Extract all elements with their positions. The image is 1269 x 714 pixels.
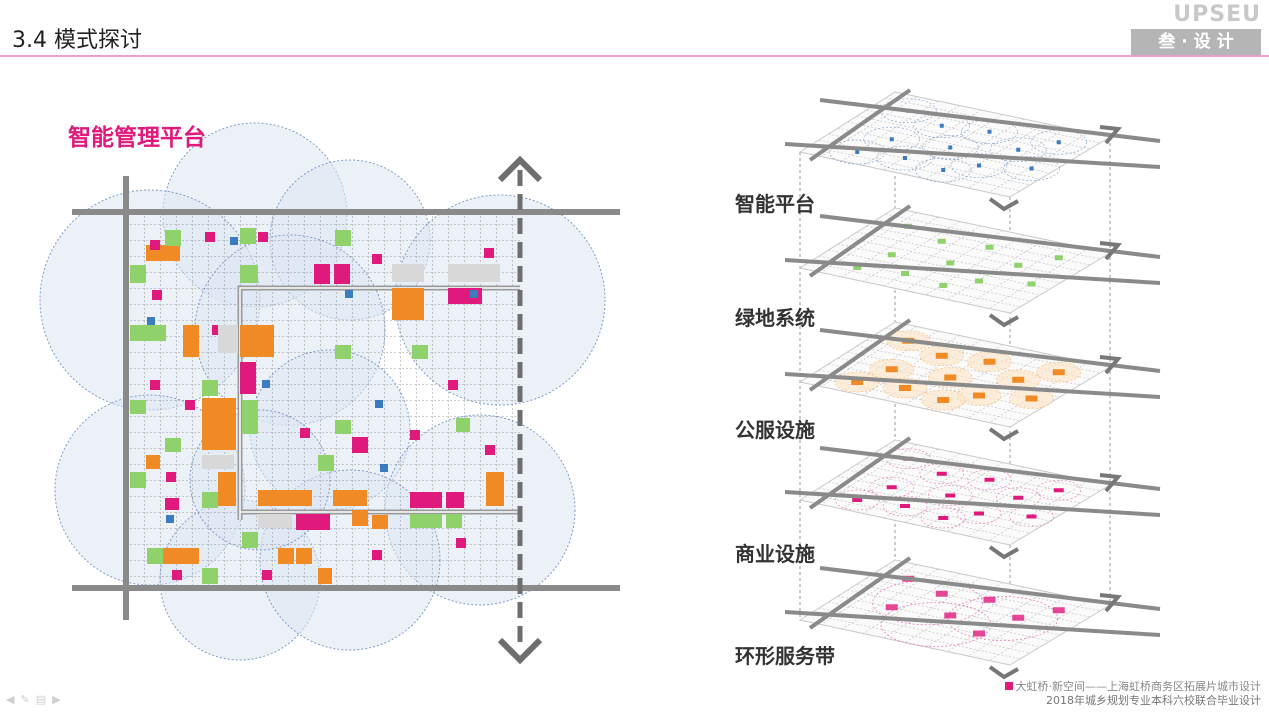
facility-blocks: [130, 228, 504, 584]
layer-label-smart-platform: 智能平台: [735, 192, 815, 216]
layer-stack-diagram: [784, 88, 1161, 680]
layer-label-public-facilities: 公服设施: [735, 418, 815, 442]
layer-road: [784, 204, 1161, 285]
slide-nav: ◀✎▤▶: [6, 693, 67, 706]
layer-arrow: [988, 593, 1122, 680]
layer-road: [784, 88, 1161, 169]
layer-arrow: [988, 125, 1122, 212]
header-divider: [0, 55, 1269, 57]
forward-icon[interactable]: ▶: [52, 693, 67, 706]
main-roads: [72, 176, 620, 620]
menu-icon[interactable]: ▤: [35, 693, 53, 706]
layer-plate: [784, 556, 1161, 680]
main-plan-diagram: [39, 122, 620, 665]
layer-arrow: [988, 473, 1122, 560]
layer-plate: [784, 88, 1161, 212]
layer-road: [784, 556, 1161, 637]
page-title: 3.4 模式探讨: [12, 28, 142, 53]
brand-subtitle: 叁 · 设 计: [1131, 29, 1261, 55]
layer-label-commercial-facilities: 商业设施: [735, 542, 815, 566]
footer-project-title: 大虹桥·新空间——上海虹桥商务区拓展片城市设计: [1015, 680, 1262, 693]
layer-road: [784, 318, 1161, 399]
layer-arrow: [988, 241, 1122, 328]
footer-marker: [1004, 682, 1013, 690]
footer: 大虹桥·新空间——上海虹桥商务区拓展片城市设计 2018年城乡规划专业本科六校联…: [1004, 680, 1262, 708]
layer-road: [784, 436, 1161, 517]
layer-plate: [784, 436, 1161, 560]
layer-plate: [784, 318, 1161, 442]
main-diagram-title: 智能管理平台: [68, 125, 206, 151]
brand-logo: UPSEU 叁 · 设 计: [1131, 4, 1261, 55]
dashed-arrow-road: [497, 155, 543, 665]
layer-label-green-system: 绿地系统: [735, 306, 815, 330]
layer-label-ring-service-belt: 环形服务带: [735, 644, 835, 668]
brand-name: UPSEU: [1173, 2, 1261, 27]
layer-arrow: [988, 355, 1122, 442]
pen-icon[interactable]: ✎: [20, 693, 36, 706]
footer-course-title: 2018年城乡规划专业本科六校联合毕业设计: [1046, 694, 1261, 707]
layer-plate: [784, 204, 1161, 328]
back-icon[interactable]: ◀: [6, 693, 21, 706]
